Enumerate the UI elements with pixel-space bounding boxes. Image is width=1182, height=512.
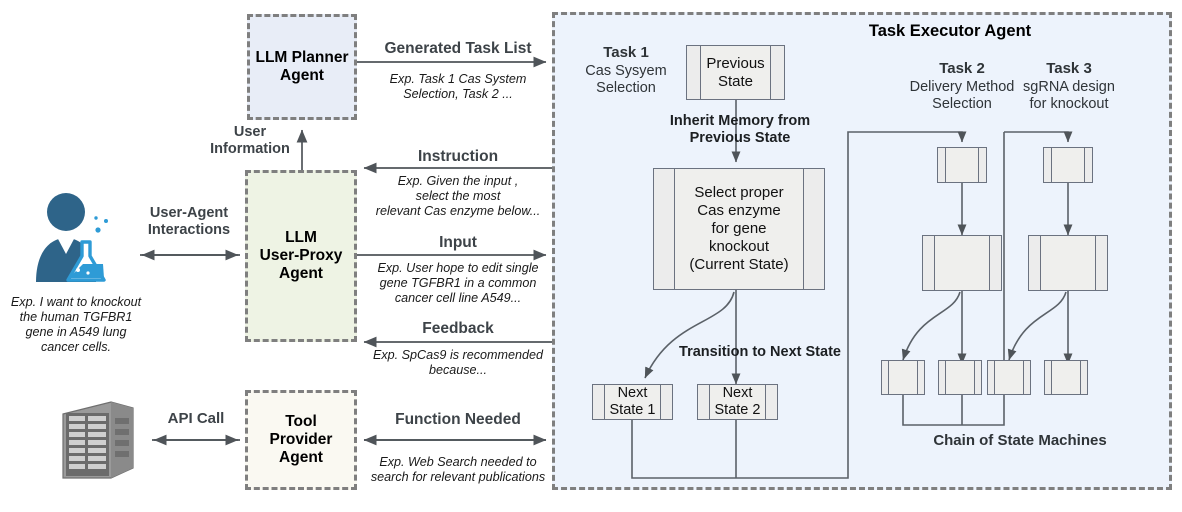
- task-1-title: Task 1 Cas Sysyem Selection: [566, 44, 686, 97]
- previous-state-line1: Previous: [706, 54, 765, 72]
- task-3-state-box-1[interactable]: [1043, 147, 1093, 183]
- planner-label-line2: Agent: [280, 67, 324, 84]
- task-2-subtitle-line1: Delivery Method: [909, 79, 1015, 95]
- user-agent-interactions-label: User-Agent Interactions: [133, 205, 245, 238]
- task-1-subtitle-line2: Selection: [596, 80, 656, 97]
- task-1-subtitle-line1: Cas Sysyem: [585, 63, 667, 79]
- tool-provider-label-line3: Agent: [279, 449, 323, 467]
- task-2-title-text: Task 2: [939, 60, 985, 77]
- next-state-1-line2: State 1: [609, 402, 656, 418]
- generated-task-list-example: Exp. Task 1 Cas System Selection, Task 2…: [389, 72, 527, 102]
- function-needed-example: Exp. Web Search needed to search for rel…: [370, 455, 546, 485]
- task-3-subtitle-line1: sgRNA design: [1023, 79, 1115, 95]
- input-label: Input: [439, 234, 477, 251]
- server-icon: [55, 398, 141, 482]
- user-agent-interactions-line1: User-Agent: [149, 205, 229, 221]
- inherit-memory-line1: Inherit Memory from: [669, 113, 811, 129]
- task-2-state-box-3[interactable]: [881, 360, 925, 395]
- task-2-subtitle-line2: Selection: [932, 96, 992, 113]
- current-state-line1: Select proper: [694, 184, 784, 201]
- user-proxy-label-line2: User-Proxy: [259, 246, 343, 264]
- task-3-title-text: Task 3: [1046, 60, 1092, 77]
- user-agent-interactions-line2: Interactions: [147, 221, 231, 238]
- feedback-example: Exp. SpCas9 is recommended because...: [372, 348, 544, 378]
- previous-state-line2: State: [717, 72, 753, 90]
- scientist-caption: Exp. I want to knockout the human TGFBR1…: [10, 295, 142, 355]
- function-needed-label: Function Needed: [395, 411, 521, 428]
- planner-label-line1: LLM Planner: [255, 48, 349, 66]
- task-2-state-box-1[interactable]: [937, 147, 987, 183]
- previous-state-box[interactable]: Previous State: [686, 45, 785, 100]
- input-example: Exp. User hope to edit single gene TGFBR…: [377, 261, 539, 306]
- user-proxy-label-line1: LLM: [285, 228, 317, 246]
- transition-to-next-state-label: Transition to Next State: [679, 344, 841, 360]
- task-3-state-box-3[interactable]: [987, 360, 1031, 395]
- user-information-label: User Information: [200, 124, 300, 157]
- next-state-2-line2: State 2: [714, 402, 761, 418]
- generated-task-list-label: Generated Task List: [384, 40, 532, 57]
- inherit-memory-label: Inherit Memory from Previous State: [650, 113, 830, 146]
- instruction-label: Instruction: [417, 148, 499, 165]
- task-3-title: Task 3 sgRNA design for knockout: [1004, 60, 1134, 113]
- chain-of-state-machines-label: Chain of State Machines: [933, 432, 1107, 449]
- current-state-box[interactable]: Select proper Cas enzyme for gene knocko…: [653, 168, 825, 290]
- scientist-icon: [20, 190, 130, 286]
- task-2-state-box-2[interactable]: [922, 235, 1002, 291]
- task-3-subtitle-line2: for knockout: [1029, 96, 1109, 113]
- next-state-2-box[interactable]: Next State 2: [697, 384, 778, 420]
- task-2-title: Task 2 Delivery Method Selection: [886, 60, 1038, 113]
- llm-planner-agent-box[interactable]: LLM Planner Agent: [247, 14, 357, 120]
- next-state-2-line1: Next: [722, 384, 753, 401]
- feedback-label: Feedback: [422, 320, 494, 337]
- next-state-1-box[interactable]: Next State 1: [592, 384, 673, 420]
- llm-user-proxy-agent-box[interactable]: LLM User-Proxy Agent: [245, 170, 357, 342]
- task-executor-title: Task Executor Agent: [868, 22, 1032, 40]
- task-1-title-text: Task 1: [603, 44, 649, 61]
- current-state-line3: for gene: [711, 220, 767, 237]
- inherit-memory-line2: Previous State: [689, 129, 791, 146]
- task-3-state-box-2[interactable]: [1028, 235, 1108, 291]
- next-state-1-line1: Next: [617, 384, 648, 401]
- tool-provider-label-line2: Provider: [269, 430, 333, 448]
- current-state-line5: (Current State): [689, 256, 789, 273]
- task-2-state-box-4[interactable]: [938, 360, 982, 395]
- user-proxy-label-line3: Agent: [279, 265, 323, 283]
- api-call-label: API Call: [167, 410, 225, 427]
- instruction-example: Exp. Given the input , select the most r…: [375, 174, 541, 219]
- tool-provider-agent-box[interactable]: Tool Provider Agent: [245, 390, 357, 490]
- tool-provider-label-line1: Tool: [285, 412, 317, 430]
- user-information-line1: User: [233, 124, 267, 140]
- current-state-line2: Cas enzyme: [697, 202, 781, 219]
- user-information-line2: Information: [210, 140, 290, 157]
- task-3-state-box-4[interactable]: [1044, 360, 1088, 395]
- current-state-line4: knockout: [708, 238, 770, 255]
